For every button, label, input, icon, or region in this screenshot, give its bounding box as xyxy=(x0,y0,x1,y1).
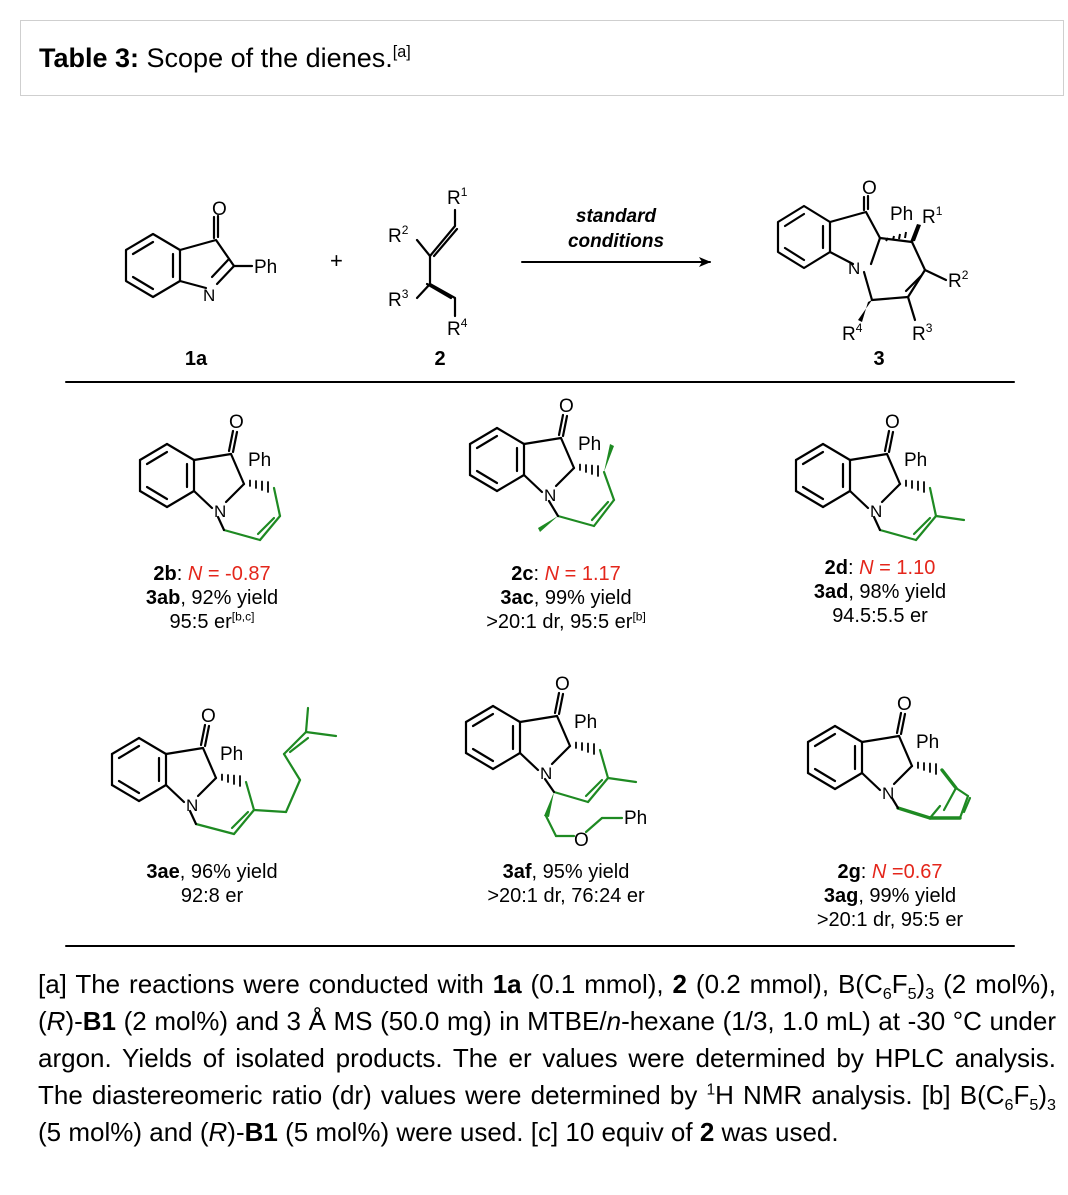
table-title: Table 3: Scope of the dienes.[a] xyxy=(39,43,411,74)
atom-Ph: Ph xyxy=(904,450,927,471)
atom-R4: R4 xyxy=(447,316,468,340)
entry-3ae-caption: 3ae, 96% yield 92:8 er xyxy=(146,861,278,907)
atom-R3-3: R3 xyxy=(912,321,933,345)
plus-sign: + xyxy=(330,248,343,273)
atom-Ph: Ph xyxy=(574,712,597,733)
atom-O: O xyxy=(201,706,216,727)
structure-3-product xyxy=(776,194,948,322)
table-title-box: Table 3: Scope of the dienes.[a] xyxy=(20,20,1064,96)
product-3ad-structure: O N Ph xyxy=(794,412,966,542)
compound-1a-label: 1a xyxy=(185,348,208,370)
entry-3af-caption: 3af, 95% yield >20:1 dr, 76:24 er xyxy=(487,861,645,907)
structure-1a xyxy=(124,214,254,299)
atom-Ph: Ph xyxy=(248,450,271,471)
atom-Ph: Ph xyxy=(916,732,939,753)
atom-Ph: Ph xyxy=(578,434,601,455)
atom-O-3: O xyxy=(862,178,877,199)
atom-N-3: N xyxy=(848,259,860,278)
table-title-note: [a] xyxy=(392,43,411,61)
entry-2b-caption: 2b: N = -0.87 3ab, 92% yield 95:5 er[b,c… xyxy=(145,563,279,633)
table-footnote: [a] The reactions were conducted with 1a… xyxy=(38,969,1056,1147)
condition-line2: conditions xyxy=(568,231,664,252)
atom-Ph-benzyl: Ph xyxy=(624,808,647,829)
atom-Ph: Ph xyxy=(254,257,277,278)
atom-N: N xyxy=(186,796,198,815)
atom-Ph-3: Ph xyxy=(890,204,913,225)
atom-R2: R2 xyxy=(388,223,409,247)
table-title-text: Scope of the dienes. xyxy=(139,43,393,73)
atom-N: N xyxy=(540,764,552,783)
product-3ae-structure: O N Ph xyxy=(110,706,338,836)
atom-Ph: Ph xyxy=(220,744,243,765)
atom-O: O xyxy=(212,199,227,220)
table-label: Table 3: xyxy=(39,43,140,73)
atom-N: N xyxy=(870,502,882,521)
entry-2c-caption: 2c: N = 1.17 3ac, 99% yield >20:1 dr, 95… xyxy=(486,563,646,633)
atom-O: O xyxy=(897,694,912,715)
condition-line1: standard xyxy=(576,206,657,227)
atom-N: N xyxy=(203,286,215,305)
atom-R1-3: R1 xyxy=(922,204,943,228)
product-3ac-structure: O N Ph xyxy=(468,396,616,532)
entry-2d-caption: 2d: N = 1.10 3ad, 98% yield 94.5:5.5 er xyxy=(813,557,947,627)
atom-N: N xyxy=(214,502,226,521)
atom-O: O xyxy=(885,412,900,433)
product-3ab-structure: O N Ph xyxy=(138,412,282,542)
atom-O: O xyxy=(559,396,574,417)
atom-O-ether: O xyxy=(574,830,589,851)
atom-O: O xyxy=(555,674,570,695)
atom-R4-3: R4 xyxy=(842,321,863,345)
atom-R1: R1 xyxy=(447,185,468,209)
atom-R2-3: R2 xyxy=(948,268,969,292)
atom-N: N xyxy=(544,486,556,505)
compound-3-label: 3 xyxy=(873,348,884,370)
compound-2-label: 2 xyxy=(434,348,445,370)
entry-2g-caption: 2g: N =0.67 3ag, 99% yield >20:1 dr, 95:… xyxy=(816,861,964,931)
atom-O: O xyxy=(229,412,244,433)
atom-R3: R3 xyxy=(388,287,409,311)
structure-2-diene xyxy=(415,208,459,318)
